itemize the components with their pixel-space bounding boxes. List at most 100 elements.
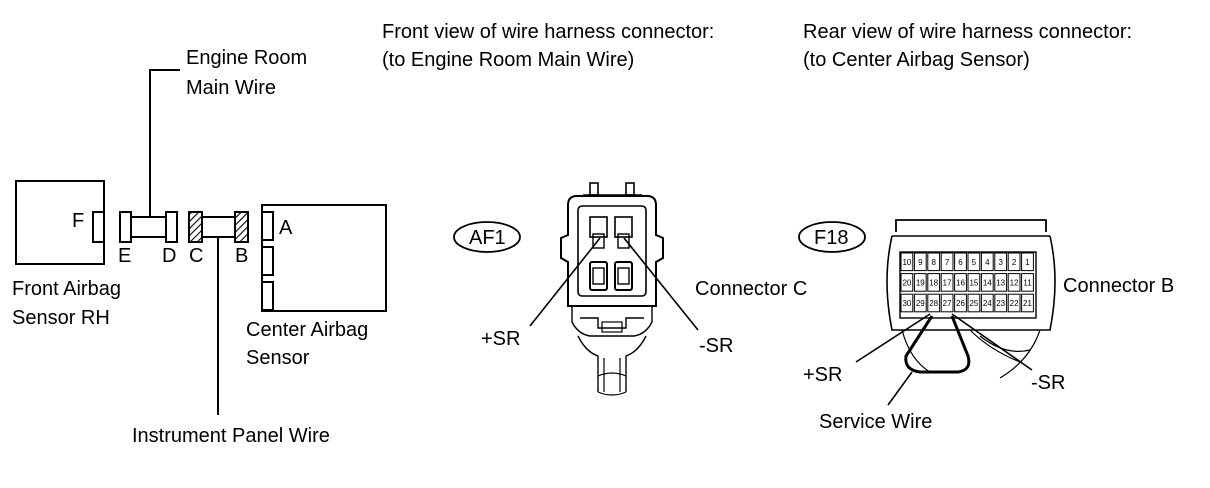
minus-sr-leader-right — [951, 313, 1033, 371]
service-wire-loop — [904, 315, 971, 374]
f18-pin-number: 7 — [945, 258, 950, 267]
f18-pin-cell — [927, 293, 941, 313]
f18-pin-number: 23 — [996, 299, 1005, 308]
f18-pin-cell — [994, 293, 1008, 313]
f18-pin-number: 26 — [956, 299, 965, 308]
f18-pin-number: 24 — [983, 299, 992, 308]
label-minus-sr-right: -SR — [1031, 372, 1065, 394]
f18-pin-number: 4 — [985, 258, 990, 267]
label-center-airbag-1: Center Airbag — [246, 319, 368, 341]
label-connector-b: Connector B — [1063, 275, 1174, 297]
f18-pin-cell — [980, 252, 994, 272]
f18-pin-cell — [980, 273, 994, 292]
rear-view-title-2: (to Center Airbag Sensor) — [803, 49, 1030, 71]
front-view-section: Front view of wire harness connector: (t… — [382, 21, 807, 396]
f18-pin-number: 13 — [996, 278, 1005, 287]
f18-pin-cell — [1021, 252, 1034, 272]
f18-pin-cell — [900, 293, 914, 313]
plus-sr-leader-left — [529, 237, 601, 327]
f18-pin-cell — [994, 273, 1008, 292]
f18-pin-cell — [927, 273, 941, 292]
connector-b-drawing — [886, 219, 1056, 379]
connector-b — [234, 211, 249, 243]
f18-pin-number: 6 — [958, 258, 963, 267]
f18-pin-number: 14 — [983, 278, 992, 287]
f18-pin-number: 28 — [929, 299, 938, 308]
center-sensor-pin-a — [261, 211, 274, 241]
f18-pin-cell — [954, 273, 967, 292]
f18-pin-cell — [954, 252, 967, 272]
f18-pin-number: 5 — [972, 258, 977, 267]
f18-pin-number: 17 — [943, 278, 952, 287]
label-conn-f: F — [72, 210, 84, 232]
f18-pin-number: 8 — [931, 258, 936, 267]
label-connector-c: Connector C — [695, 278, 807, 300]
f18-pin-number: 3 — [998, 258, 1003, 267]
label-service-wire: Service Wire — [819, 411, 932, 433]
f18-pin-number: 2 — [1012, 258, 1017, 267]
plus-sr-leader-right — [855, 313, 931, 363]
f18-pin-cell — [967, 293, 981, 313]
label-front-airbag-2: Sensor RH — [12, 307, 110, 329]
af1-badge-label: AF1 — [469, 227, 506, 249]
front-view-title-1: Front view of wire harness connector: — [382, 21, 714, 43]
label-engine-room-1: Engine Room — [186, 47, 307, 69]
f18-pin-cell — [1007, 273, 1021, 292]
f18-pin-cell — [913, 252, 927, 272]
f18-pin-number: 19 — [916, 278, 925, 287]
f18-pin-number: 18 — [929, 278, 938, 287]
f18-pin-number: 1 — [1025, 258, 1030, 267]
f18-pin-number: 25 — [969, 299, 978, 308]
center-sensor-pin-3 — [261, 281, 274, 311]
f18-pin-cell — [980, 293, 994, 313]
f18-pin-cell — [913, 273, 927, 292]
f18-pin-cell — [940, 252, 954, 272]
f18-pin-number: 15 — [969, 278, 978, 287]
af1-badge-outline — [453, 221, 521, 253]
system-overview: F E Engine Room Main Wire D C Instrument… — [12, 47, 387, 447]
f18-pin-cell — [1007, 293, 1021, 313]
f18-pin-cell — [927, 252, 941, 272]
label-plus-sr-left: +SR — [481, 328, 520, 350]
connector-d — [165, 211, 178, 243]
f18-pin-number: 21 — [1023, 299, 1032, 308]
f18-pin-number: 22 — [1010, 299, 1019, 308]
minus-sr-leader-left — [623, 237, 699, 331]
engine-room-leader — [149, 69, 180, 217]
service-wire-leader — [887, 371, 913, 406]
f18-pin-number: 29 — [916, 299, 925, 308]
center-sensor-pin-2 — [261, 246, 274, 276]
f18-badge-outline — [798, 221, 866, 253]
f18-pin-cell — [994, 252, 1008, 272]
label-center-airbag-2: Sensor — [246, 347, 310, 369]
connector-c — [188, 211, 203, 243]
f18-badge-label: F18 — [814, 227, 848, 249]
connector-f-pin — [92, 211, 105, 243]
connector-c-drawing — [560, 182, 664, 396]
f18-pin-number: 9 — [918, 258, 923, 267]
f18-pin-number: 11 — [1023, 278, 1032, 287]
f18-pin-cell — [1021, 273, 1034, 292]
f18-pin-cell — [913, 293, 927, 313]
label-conn-c: C — [189, 245, 203, 267]
label-instrument-panel: Instrument Panel Wire — [132, 425, 330, 447]
f18-pin-cell — [940, 273, 954, 292]
f18-pin-number: 16 — [956, 278, 965, 287]
label-conn-e: E — [118, 245, 131, 267]
front-airbag-sensor-box — [15, 180, 105, 265]
f18-pin-cell — [954, 293, 967, 313]
rear-view-title-1: Rear view of wire harness connector: — [803, 21, 1132, 43]
label-plus-sr-right: +SR — [803, 364, 842, 386]
label-front-airbag-1: Front Airbag — [12, 278, 121, 300]
label-conn-b: B — [235, 245, 248, 267]
f18-pin-number: 10 — [902, 258, 911, 267]
f18-pin-cell — [1021, 293, 1034, 313]
f18-pin-cell — [900, 273, 914, 292]
f18-pin-cell — [967, 273, 981, 292]
f18-pin-number: 12 — [1010, 278, 1019, 287]
f18-pin-number: 20 — [902, 278, 911, 287]
label-conn-d: D — [162, 245, 176, 267]
center-airbag-sensor-box — [261, 204, 387, 312]
